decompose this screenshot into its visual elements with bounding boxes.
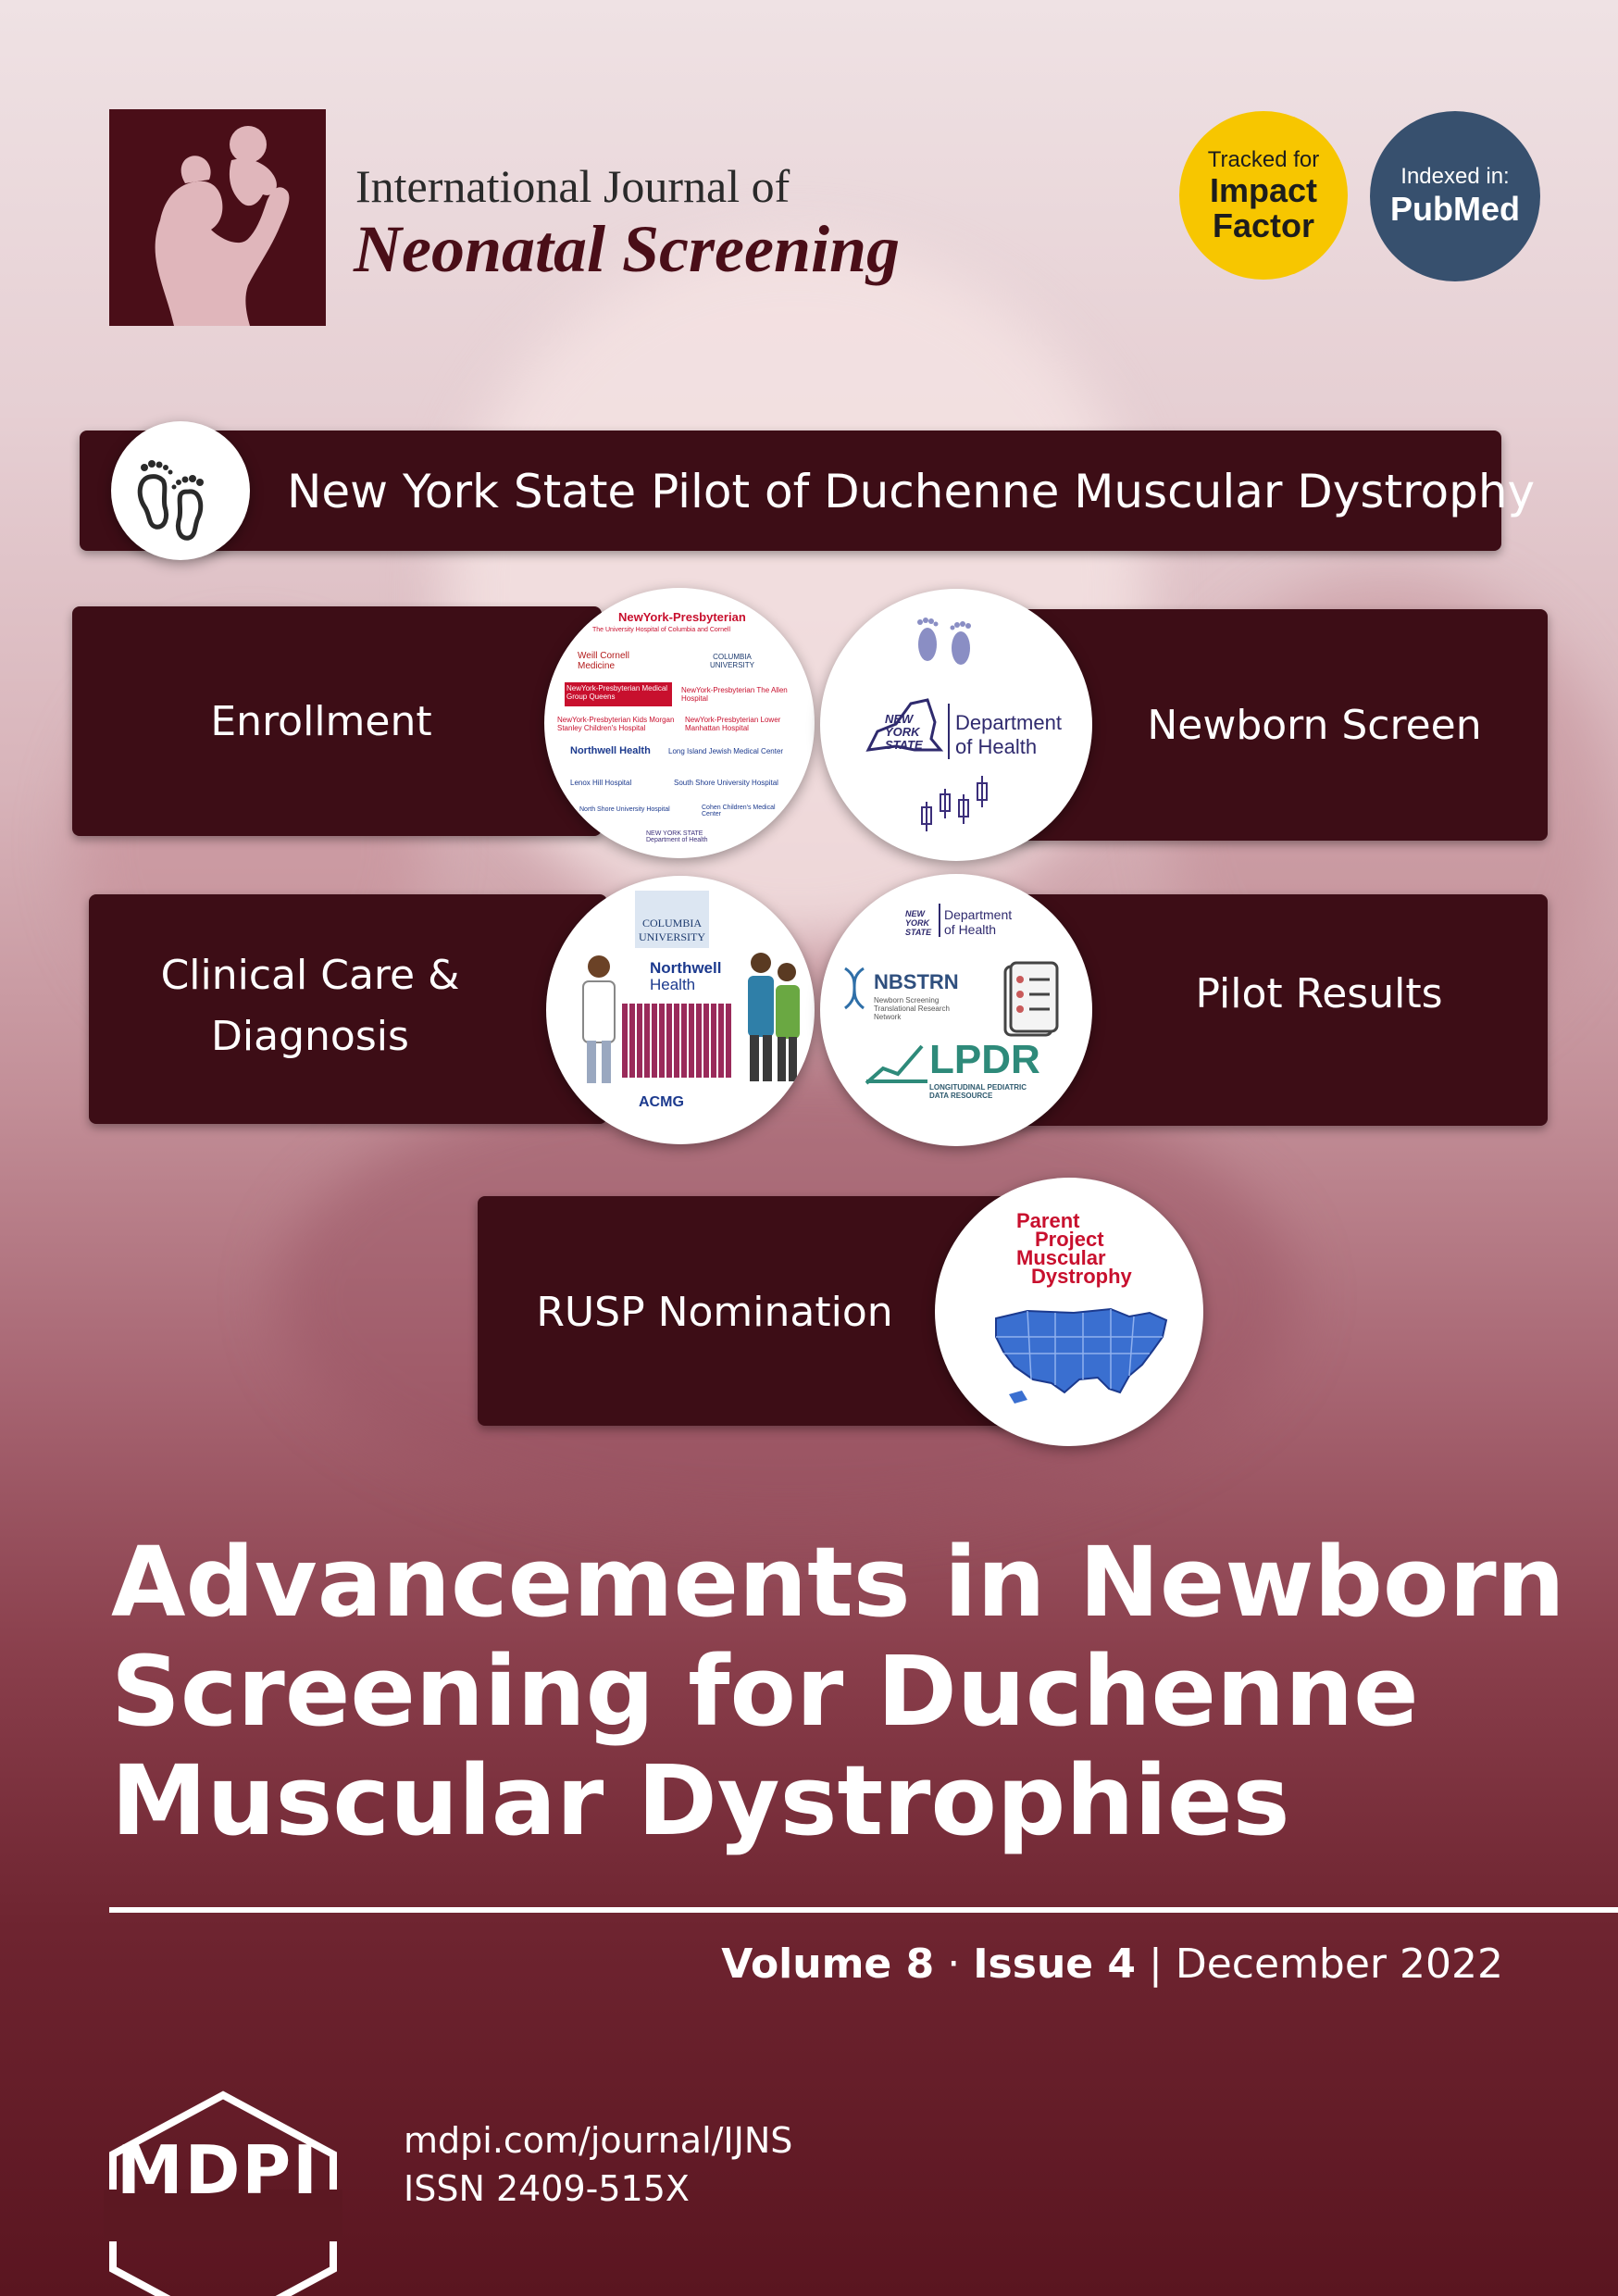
article-title-line: Screening for Duchenne: [111, 1635, 1419, 1748]
article-title-line: Muscular Dystrophies: [111, 1744, 1290, 1857]
title-banner: [80, 430, 1501, 551]
badge-label: PubMed: [1390, 190, 1520, 228]
date-label: December 2022: [1175, 1940, 1503, 1988]
logo-text: NEW YORK STATE Department of Health: [646, 830, 708, 843]
us-map-icon: [995, 1307, 1168, 1404]
gene-panel-grid: [622, 1004, 733, 1078]
enrollment-logos-circle: NewYork-Presbyterian The University Hosp…: [544, 588, 815, 858]
footprints-icon: [917, 618, 971, 665]
banner-title: New York State Pilot of Duchenne Muscula…: [287, 465, 1536, 518]
logo-text: LONGITUDINAL PEDIATRIC DATA RESOURCE: [929, 1083, 1027, 1100]
separator-bar: |: [1149, 1940, 1176, 1988]
logo-text: NEW YORK STATE: [905, 909, 932, 937]
logo-text: Muscular: [1016, 1246, 1106, 1269]
badge-label: Tracked for: [1207, 147, 1320, 172]
doctor-figure-icon: [582, 955, 616, 1083]
logo-text: NEW YORK STATE: [885, 712, 923, 752]
new-york-state-outline-icon: [865, 698, 944, 752]
issn: ISSN 2409-515X: [404, 2168, 690, 2209]
logo-text: NewYork-Presbyterian The Allen Hospital: [681, 686, 788, 703]
feet-icon-circle: [111, 421, 250, 560]
title-rule: [109, 1907, 1618, 1913]
logo-text: Long Island Jewish Medical Center: [668, 747, 784, 755]
mother-baby-icon: [155, 126, 290, 326]
clinical-care-banner: [89, 894, 607, 1124]
pilot-results-logos-circle: NEW YORK STATE Department of Health NBST…: [820, 874, 1092, 1146]
clinical-care-label: Clinical Care &: [160, 952, 460, 999]
logo-text: Weill Cornell Medicine: [578, 651, 629, 671]
dna-icon: [844, 967, 865, 1010]
pilot-results-banner: [1009, 894, 1548, 1126]
pubmed-badge: Indexed in: PubMed: [1370, 111, 1540, 281]
badge-label: Factor: [1212, 206, 1315, 244]
article-title-line: Advancements in Newborn: [111, 1526, 1565, 1639]
issue-label: Issue 4: [973, 1940, 1137, 1988]
logo-text: NewYork-Presbyterian Kids Morgan Stanley…: [557, 716, 675, 732]
separator-dot: ·: [947, 1940, 974, 1988]
journal-name-line1: International Journal of: [355, 160, 790, 212]
logo-text: COLUMBIA UNIVERSITY: [709, 653, 754, 669]
mdpi-logo-icon: [104, 2090, 342, 2296]
clinical-care-label-2: Diagnosis: [211, 1013, 409, 1060]
logo-text: Lenox Hill Hospital: [570, 779, 632, 787]
journal-name-line2: Neonatal Screening: [354, 212, 901, 286]
logo-text: LPDR: [929, 1037, 1040, 1082]
logo-text: Health: [650, 976, 696, 993]
growth-chart-icon: [865, 1044, 927, 1085]
logo-text: Project: [1035, 1228, 1104, 1251]
logo-divider: [948, 704, 950, 759]
footprints-icon: [137, 460, 204, 541]
logo-text: Northwell Health: [570, 745, 651, 756]
logo-text: of Health: [955, 735, 1038, 758]
logo-text: Department: [955, 711, 1062, 734]
logo-text: NBSTRN: [874, 970, 959, 993]
enrollment-label: Enrollment: [210, 698, 432, 745]
logo-text: Cohen Children's Medical Center: [702, 805, 776, 817]
rusp-label: RUSP Nomination: [536, 1289, 893, 1336]
logo-text: Newborn Screening Translational Research…: [874, 996, 950, 1021]
volume-label: Volume 8: [721, 1940, 935, 1988]
columbia-logo: [635, 891, 709, 948]
logo-text: Parent: [1016, 1209, 1080, 1232]
family-figure-icon: [748, 953, 800, 1081]
logo-bar: [565, 682, 672, 706]
journal-url[interactable]: mdpi.com/journal/IJNS: [404, 2120, 793, 2161]
logo-text: The University Hospital of Columbia and …: [592, 627, 731, 633]
journal-logo: [109, 109, 326, 326]
rusp-logo-circle: Parent Project Muscular Dystrophy: [935, 1178, 1203, 1446]
test-tubes-icon: [921, 776, 988, 831]
issue-info: Volume 8 · Issue 4 | December 2022: [721, 1940, 1503, 1988]
logo-text: NewYork-Presbyterian Medical Group Queen…: [566, 684, 668, 701]
rusp-banner: [478, 1196, 1009, 1426]
logo-text: NewYork-Presbyterian: [618, 610, 746, 624]
enrollment-banner: [72, 606, 602, 836]
pilot-results-label: Pilot Results: [1195, 970, 1443, 1017]
logo-text: Department: [944, 907, 1013, 922]
clinical-care-logos-circle: COLUMBIA UNIVERSITY Northwell Health ACM…: [546, 876, 815, 1144]
article-title: Advancements in Newborn Screening for Du…: [111, 1528, 1565, 1855]
logo-text: COLUMBIA UNIVERSITY: [639, 917, 705, 943]
badge-label: Indexed in:: [1400, 164, 1510, 189]
impact-factor-badge: Tracked for Impact Factor: [1179, 111, 1348, 280]
logo-text: Dystrophy: [1031, 1265, 1132, 1288]
logo-text: ACMG: [639, 1094, 684, 1110]
logo-divider: [939, 904, 940, 937]
logo-text: NewYork-Presbyterian Lower Manhattan Hos…: [685, 716, 781, 732]
newborn-screen-label: Newborn Screen: [1147, 702, 1482, 749]
mdpi-logo-text: MDPI: [117, 2131, 319, 2209]
logo-text: Northwell: [650, 959, 722, 977]
checklist-icon: [1003, 961, 1059, 1037]
badge-label: Impact: [1209, 171, 1318, 209]
newborn-screen-logo-circle: NEW YORK STATE Department of Health: [820, 589, 1092, 861]
logo-text: North Shore University Hospital: [579, 806, 670, 813]
logo-text: of Health: [944, 922, 997, 937]
logo-text: South Shore University Hospital: [674, 779, 778, 787]
newborn-screen-banner: [1009, 609, 1548, 841]
